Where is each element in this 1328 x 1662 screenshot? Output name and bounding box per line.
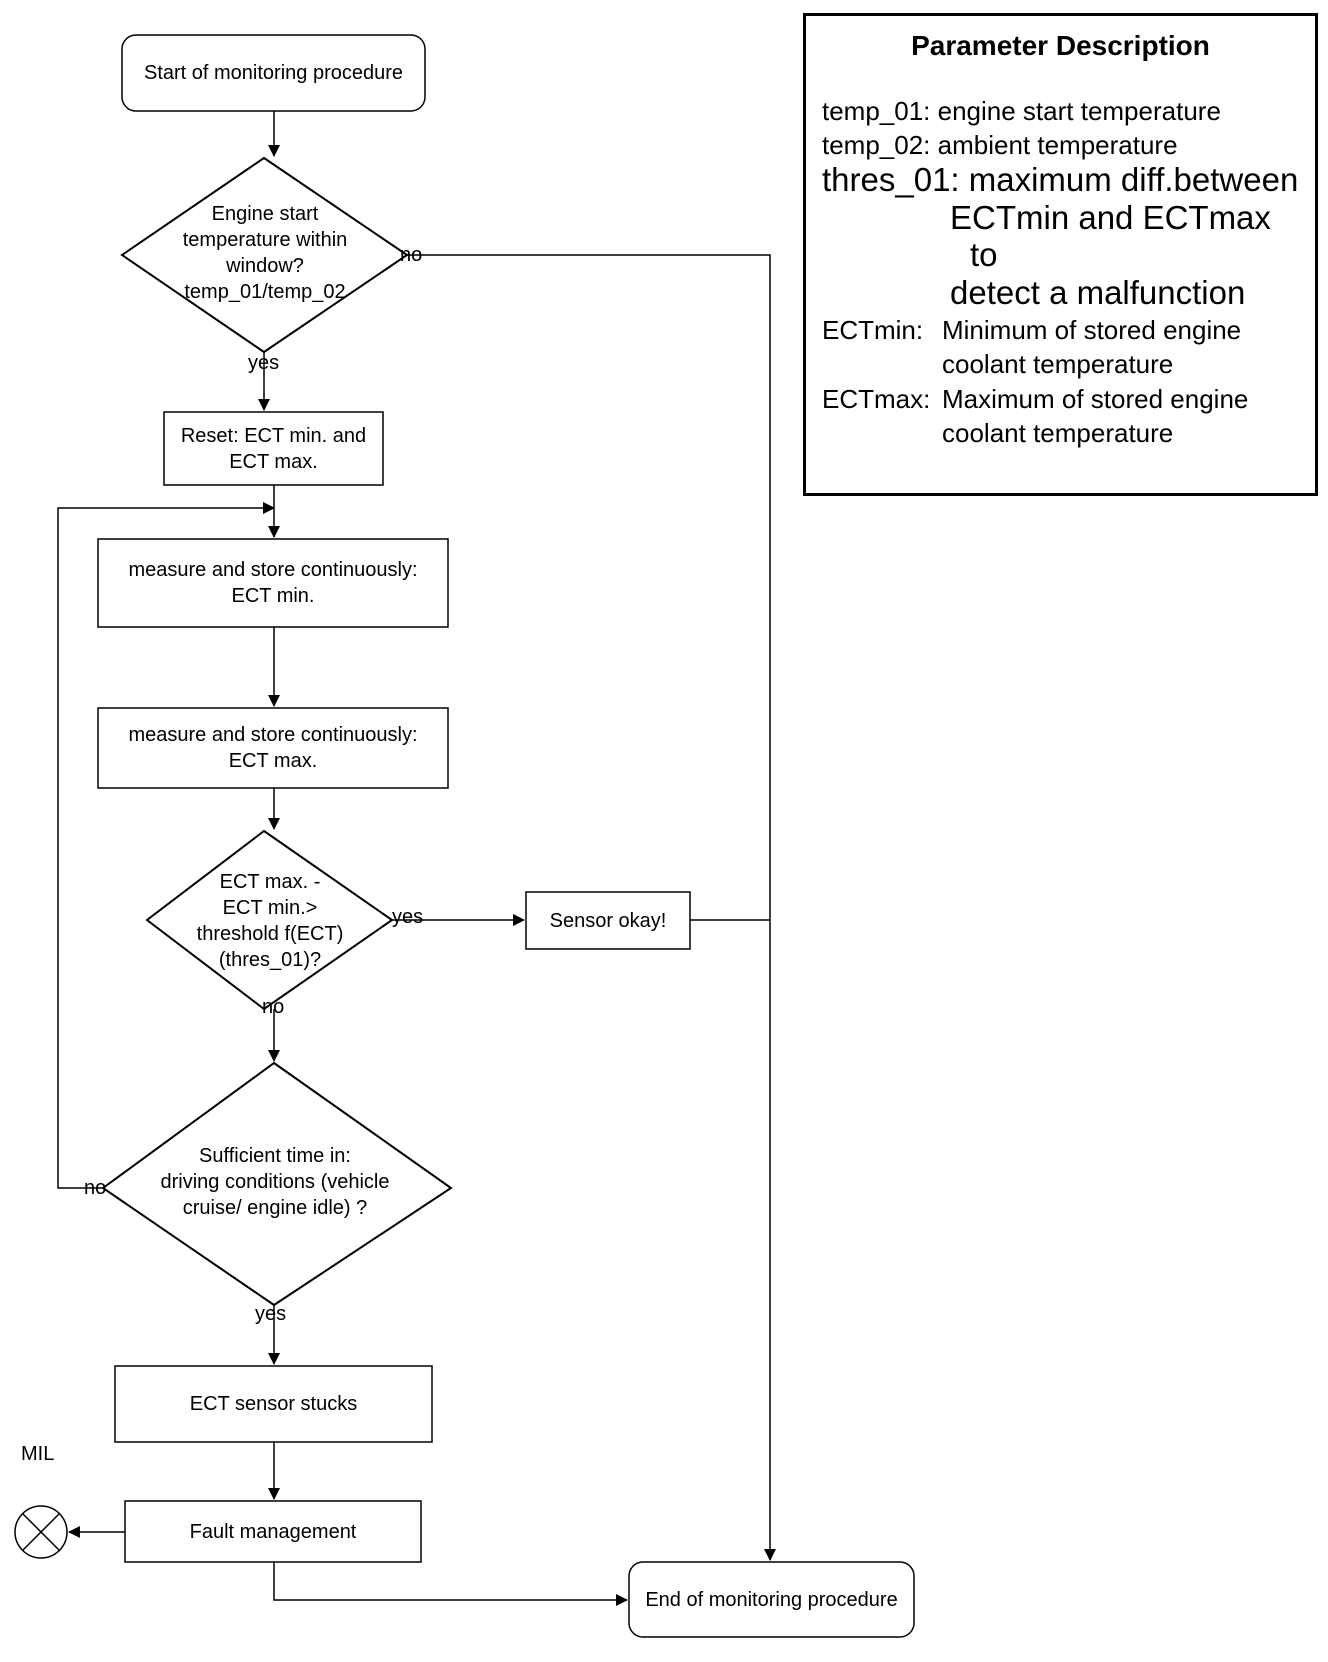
legend-thres01-4: detect a malfunction <box>950 274 1246 311</box>
legend-ectmin-key: ECTmin: <box>822 315 924 345</box>
legend-title: Parameter Description <box>911 30 1210 61</box>
measure-min-node <box>97 538 449 628</box>
threshold-yes-label: yes <box>392 906 424 928</box>
legend-ectmax-key: ECTmax: <box>822 384 931 414</box>
measure-max-label: measure and store continuously: ECT max. <box>128 724 418 772</box>
reset-label: Reset: ECT min. and ECT max. <box>180 424 367 473</box>
stuck-label: ECT sensor stucks <box>189 1393 358 1415</box>
time-check-label: Sufficient time in: driving conditions (… <box>160 1145 390 1219</box>
legend-ectmin-1: Minimum of stored engine <box>942 315 1242 345</box>
fault-node <box>124 1500 422 1563</box>
reset-node <box>163 411 384 486</box>
legend-thres01-3: to <box>970 236 998 273</box>
sensor-ok-node <box>525 891 691 950</box>
engine-no-label: no <box>400 244 423 266</box>
threshold-check-decision <box>145 829 394 1011</box>
legend-temp01: temp_01: engine start temperature <box>822 96 1221 126</box>
parameter-legend: Parameter Description temp_01: engine st… <box>803 13 1318 496</box>
legend-ectmax-1: Maximum of stored engine <box>942 384 1249 414</box>
time-yes-label: yes <box>255 1303 287 1325</box>
engine-check-label: Engine start temperature within window? … <box>182 203 348 303</box>
threshold-check-label: ECT max. - ECT min.> threshold f(ECT) (t… <box>196 871 344 971</box>
measure-max-node <box>97 707 449 789</box>
legend-thres01-1: thres_01: maximum diff.between <box>822 161 1299 198</box>
sensor-ok-label: Sensor okay! <box>549 909 667 932</box>
engine-yes-label: yes <box>248 352 280 374</box>
start-label: Start of monitoring procedure <box>143 62 404 84</box>
end-label: End of monitoring procedure <box>645 1588 898 1611</box>
mil-lamp-icon <box>14 1505 68 1559</box>
time-no-label: no <box>84 1177 107 1199</box>
legend-ectmin-2: coolant temperature <box>942 349 1174 379</box>
legend-ectmax-2: coolant temperature <box>942 418 1174 448</box>
mil-label: MIL <box>21 1443 55 1465</box>
fault-label: Fault management <box>189 1520 357 1543</box>
end-node <box>628 1561 915 1638</box>
connectors <box>57 111 776 1606</box>
measure-min-label: measure and store continuously: ECT min. <box>128 559 418 607</box>
legend-thres01-2: ECTmin and ECTmax <box>950 199 1271 236</box>
legend-temp02: temp_02: ambient temperature <box>822 130 1178 160</box>
threshold-no-label: no <box>262 996 285 1018</box>
